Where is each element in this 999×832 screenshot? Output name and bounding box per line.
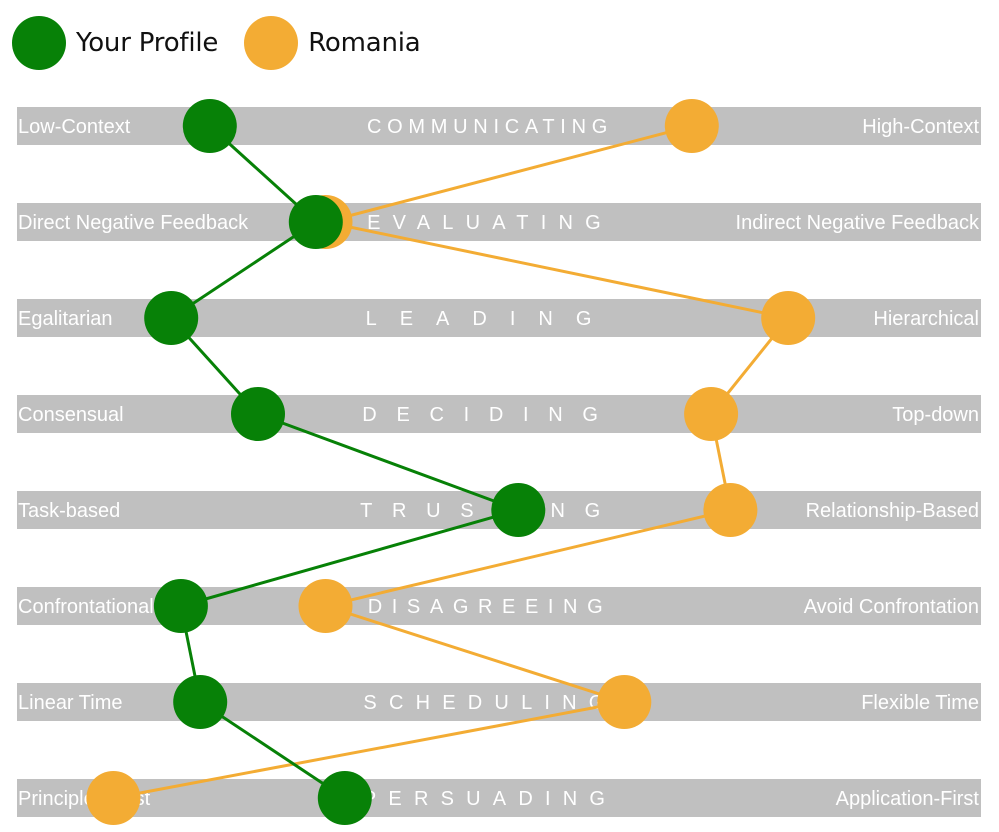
data-point-country <box>597 675 652 729</box>
legend-swatch-country <box>244 16 299 70</box>
dimension-row-deciding: Consensual Top-down DECIDING <box>17 395 981 433</box>
dimension-title: SCHEDULING <box>363 692 616 714</box>
data-point-country <box>703 483 758 537</box>
data-point-country <box>684 387 739 441</box>
dimension-bars: Low-Context High-Context COMMUNICATING Dire… <box>17 107 981 817</box>
dimension-row-scheduling: Linear Time Flexible Time SCHEDULING <box>17 683 981 721</box>
dimension-left-label: Confrontational <box>18 596 154 618</box>
dimension-right-label: Relationship-Based <box>806 500 979 522</box>
dimension-row-evaluating: Direct Negative Feedback Indirect Negativ… <box>17 203 981 241</box>
dimension-bar <box>17 203 981 241</box>
legend-label-profile: Your Profile <box>76 28 219 58</box>
dimension-left-label: Low-Context <box>18 116 131 138</box>
legend-item-profile: Your Profile <box>12 16 218 70</box>
data-point-profile <box>288 195 343 249</box>
dimension-right-label: Hierarchical <box>873 308 979 330</box>
dimension-title: COMMUNICATING <box>367 116 613 138</box>
dimension-left-label: Linear Time <box>18 692 123 714</box>
dimension-right-label: Avoid Confrontation <box>804 596 979 618</box>
dimension-left-label: Consensual <box>18 404 124 426</box>
data-point-profile <box>173 675 228 729</box>
dimension-bar <box>17 395 981 433</box>
legend-item-country: Romania <box>244 16 421 70</box>
dimension-right-label: Flexible Time <box>861 692 979 714</box>
legend-label-country: Romania <box>308 28 421 58</box>
data-point-profile <box>182 99 237 153</box>
dimension-title: LEADING <box>366 308 615 330</box>
data-point-country <box>298 579 353 633</box>
series-points-profile <box>144 99 546 825</box>
dimension-left-label: Task-based <box>18 500 120 522</box>
legend: Your Profile Romania <box>12 16 447 70</box>
data-point-country <box>664 99 719 153</box>
data-point-country <box>761 291 816 345</box>
dimension-right-label: High-Context <box>862 116 979 138</box>
data-point-profile <box>491 483 546 537</box>
dimension-row-communicating: Low-Context High-Context COMMUNICATING <box>17 107 981 145</box>
dimension-right-label: Application-First <box>836 788 980 810</box>
data-point-country <box>86 771 141 825</box>
dimension-right-label: Top-down <box>892 404 979 426</box>
dimension-title: EVALUATING <box>367 212 613 234</box>
data-point-profile <box>144 291 199 345</box>
dimension-title: PERSUADING <box>363 788 617 810</box>
data-point-profile <box>231 387 285 441</box>
data-point-profile <box>317 771 372 825</box>
series-points-country <box>86 99 816 825</box>
dimension-left-label: Direct Negative Feedback <box>18 212 249 234</box>
dimension-right-label: Indirect Negative Feedback <box>736 212 980 234</box>
legend-swatch-profile <box>12 16 66 70</box>
series-line-country <box>113 124 790 800</box>
data-point-profile <box>153 579 208 633</box>
dimension-left-label: Egalitarian <box>18 308 113 330</box>
dimension-title: DECIDING <box>362 404 617 426</box>
dimension-bar <box>17 107 981 145</box>
dimension-title: DISAGREEING <box>368 596 613 618</box>
